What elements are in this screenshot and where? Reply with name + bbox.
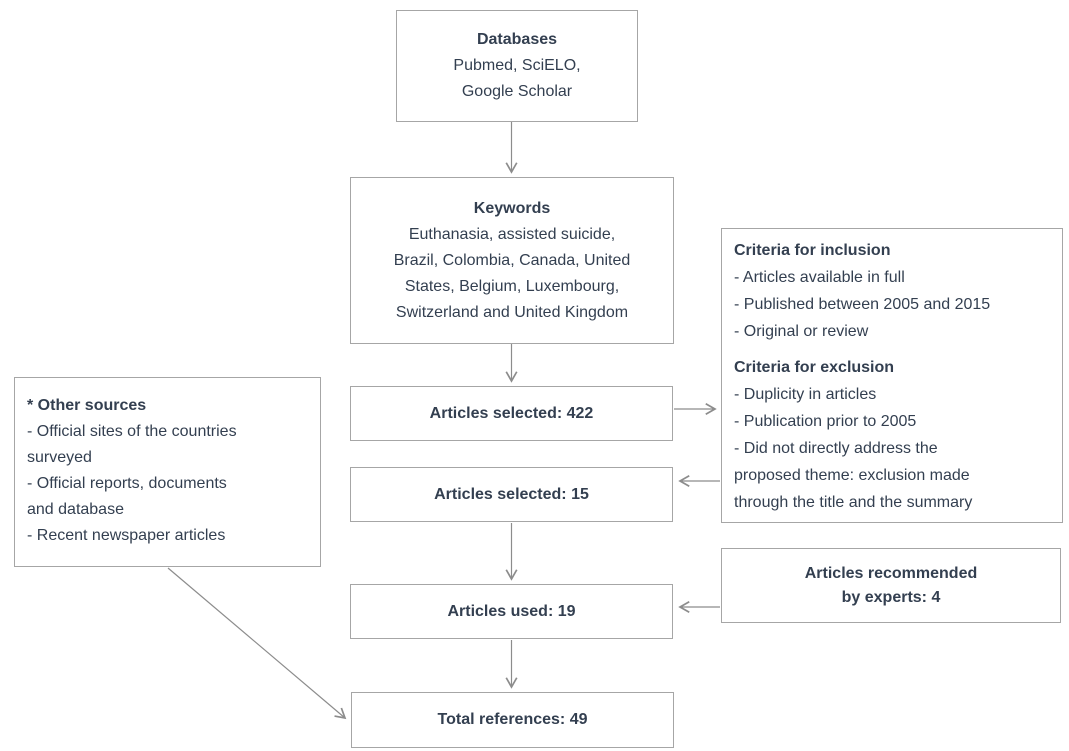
experts-recommended-label: Articles recommended by experts: 4 <box>804 564 978 606</box>
arrow-othersources-to-total49 <box>167 567 347 720</box>
criteria-inclusion-items: - Articles available in full - Published… <box>734 269 991 340</box>
criteria-inclusion-title: Criteria for inclusion <box>734 242 891 259</box>
articles-used-19-label: Articles used: 19 <box>447 602 576 620</box>
databases-title: Databases <box>476 31 558 48</box>
other-sources-items: - Official sites of the countries survey… <box>27 423 237 544</box>
other-sources-title: * Other sources <box>27 397 147 414</box>
total-references-49-box: Total references: 49 <box>351 692 674 748</box>
articles-selected-15-label: Articles selected: 15 <box>434 485 589 503</box>
criteria-exclusion-items: - Duplicity in articles - Publication pr… <box>734 386 973 511</box>
keywords-body: Euthanasia, assisted suicide, Brazil, Co… <box>393 225 631 321</box>
articles-used-19-box: Articles used: 19 <box>350 584 673 639</box>
other-sources-box: * Other sources - Official sites of the … <box>14 377 321 567</box>
total-references-49-label: Total references: 49 <box>437 711 588 728</box>
experts-recommended-box: Articles recommended by experts: 4 <box>721 548 1061 623</box>
articles-selected-15-box: Articles selected: 15 <box>350 467 673 522</box>
articles-selected-422-box: Articles selected: 422 <box>350 386 673 441</box>
keywords-title: Keywords <box>473 199 551 217</box>
keywords-box: Keywords Euthanasia, assisted suicide, B… <box>350 177 674 344</box>
articles-selected-422-label: Articles selected: 422 <box>429 404 594 422</box>
criteria-exclusion-title: Criteria for exclusion <box>734 359 895 376</box>
databases-body: Pubmed, SciELO, Google Scholar <box>453 57 581 100</box>
criteria-box: Criteria for inclusion - Articles availa… <box>721 228 1063 523</box>
databases-box: Databases Pubmed, SciELO, Google Scholar <box>396 10 638 122</box>
